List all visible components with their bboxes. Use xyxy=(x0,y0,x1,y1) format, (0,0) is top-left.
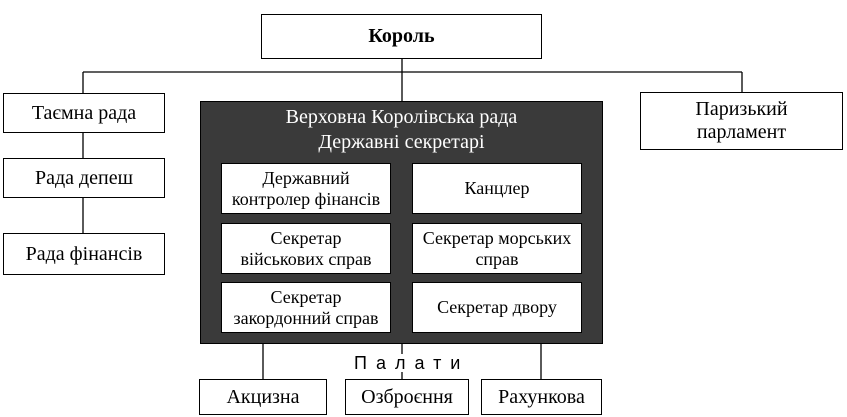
member-court-secretary: Секретар двору xyxy=(412,282,582,333)
finance-council-box: Рада фінансів xyxy=(3,233,165,275)
member-label: Державний контролер фінансів xyxy=(231,167,381,209)
member-label: Секретар морських справ xyxy=(422,227,572,269)
council-title-line2: Державні секретарі xyxy=(318,131,485,153)
chamber-label: Акцизна xyxy=(226,385,300,408)
chamber-accounts: Рахункова xyxy=(481,379,602,415)
member-label: Секретар військових справ xyxy=(240,227,372,269)
council-title-line1: Верховна Королівська рада xyxy=(285,106,518,128)
member-label: Секретар двору xyxy=(437,297,557,318)
chamber-excise: Акцизна xyxy=(199,379,327,415)
member-foreign-secretary: Секретар закордонний справ xyxy=(221,282,391,333)
paris-parliament-label: Паризький парламент xyxy=(695,98,788,143)
chamber-armament: Озброєння xyxy=(345,379,469,415)
king-label: Король xyxy=(368,25,435,47)
member-label: Канцлер xyxy=(464,178,530,199)
chamber-label: Озброєння xyxy=(361,385,453,408)
king-box: Король xyxy=(261,14,542,59)
member-navy-secretary: Секретар морських справ xyxy=(412,223,582,274)
finance-council-label: Рада фінансів xyxy=(25,242,143,265)
member-war-secretary: Секретар військових справ xyxy=(221,223,391,274)
secret-council-label: Таємна рада xyxy=(31,101,137,124)
member-chancellor: Канцлер xyxy=(412,163,582,214)
secret-council-box: Таємна рада xyxy=(3,93,165,133)
member-finance-controller: Державний контролер фінансів xyxy=(221,163,391,214)
dispatch-council-label: Рада депеш xyxy=(34,166,134,189)
member-label: Секретар закордонний справ xyxy=(233,286,379,328)
chambers-label: Палати xyxy=(352,353,472,373)
dispatch-council-box: Рада депеш xyxy=(3,158,165,198)
chamber-label: Рахункова xyxy=(498,385,585,408)
paris-parliament-box: Паризький парламент xyxy=(640,92,843,150)
